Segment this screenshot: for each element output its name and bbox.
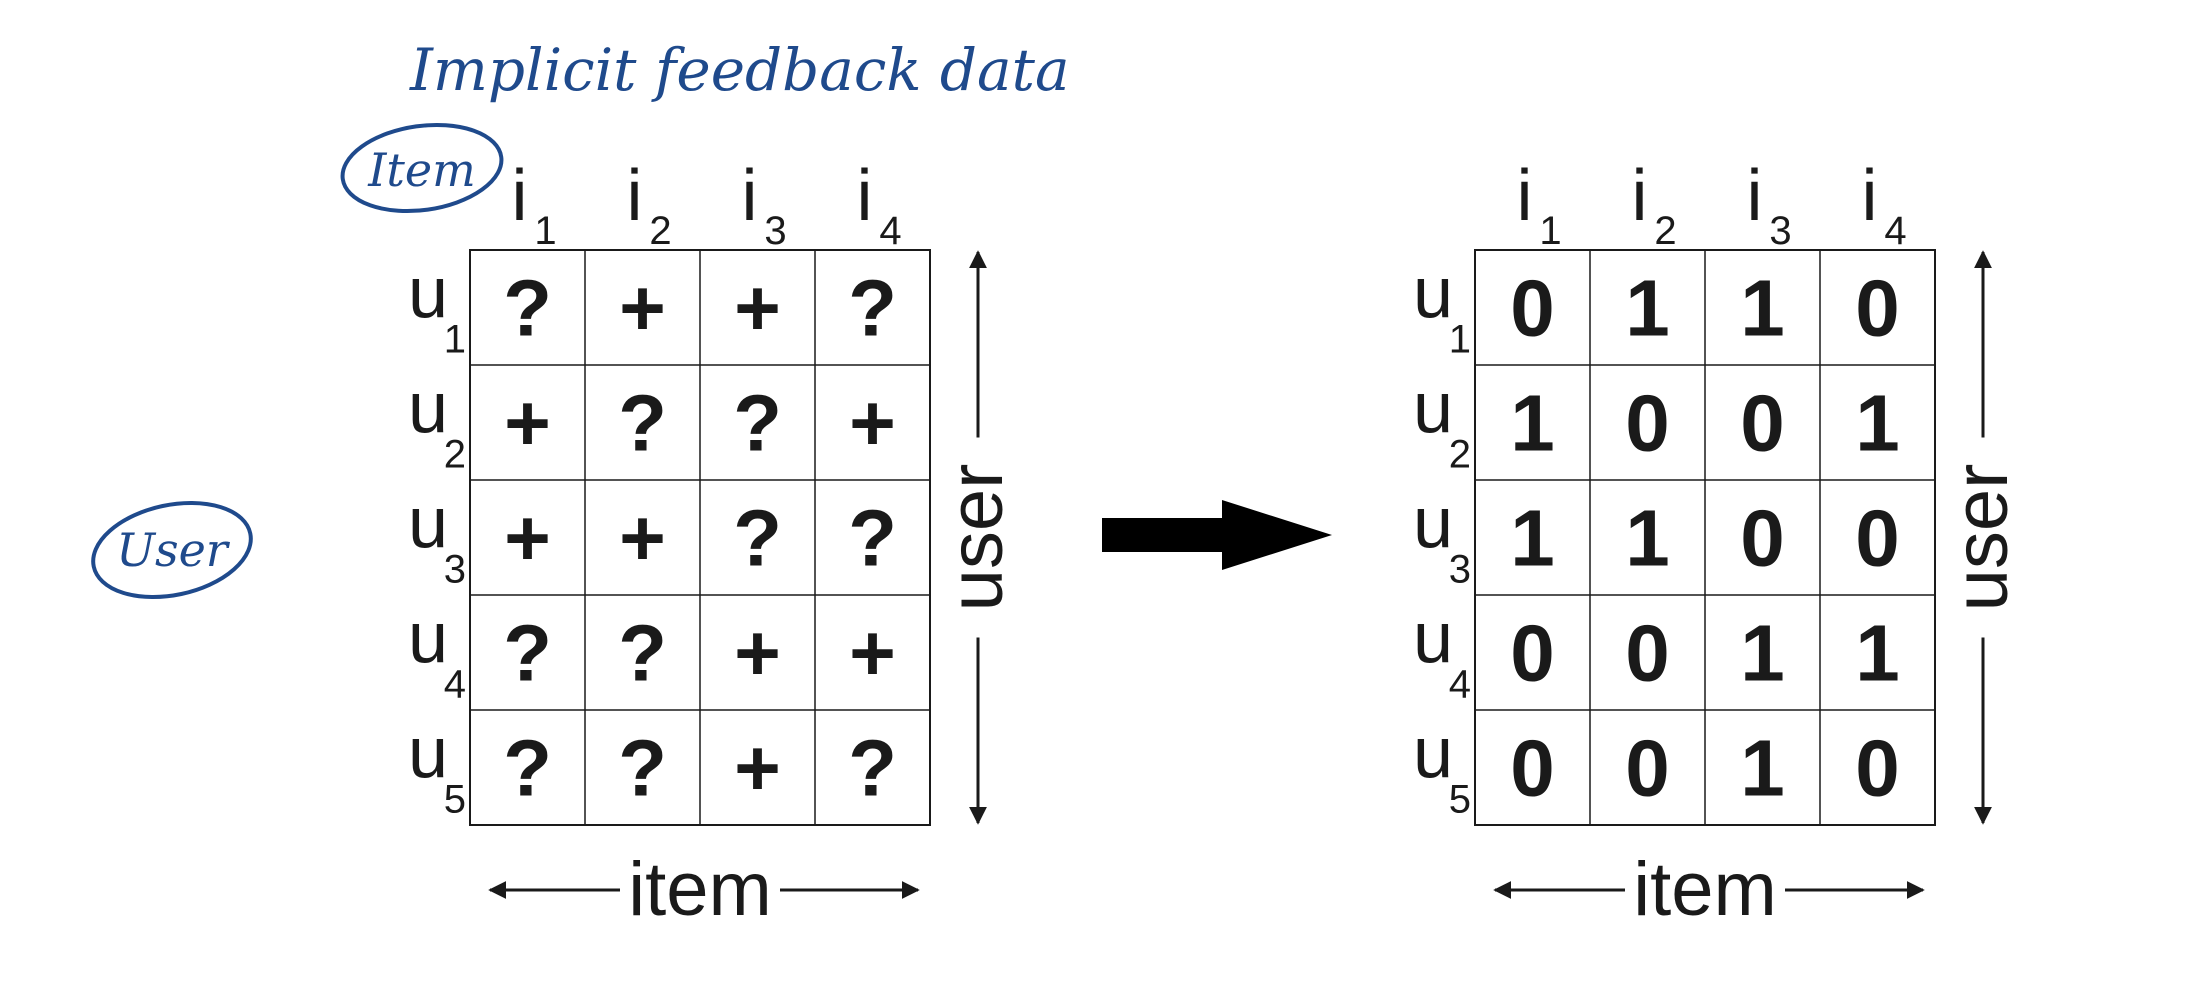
binary-cell-r5-c4: 0	[1855, 724, 1900, 813]
binary-user-label: u	[1413, 714, 1453, 794]
feedback-user-subscript: 2	[444, 433, 466, 477]
feedback-user-label: u	[408, 484, 448, 564]
feedback-cell-r1-c3: +	[734, 264, 781, 353]
binary-user-label: u	[1413, 254, 1453, 334]
feedback-user-subscript: 3	[444, 548, 466, 592]
feedback-item-label: i	[742, 156, 758, 236]
feedback-user-subscript: 5	[444, 778, 466, 822]
feedback-cell-r3-c4: ?	[848, 494, 897, 583]
feedback-cell-r5-c4: ?	[848, 724, 897, 813]
handwritten-user-note: User	[116, 523, 231, 577]
feedback-cell-r1-c2: +	[619, 264, 666, 353]
binary-cell-r3-c1: 1	[1510, 494, 1555, 583]
binary-cell-r4-c2: 0	[1625, 609, 1670, 698]
binary-item-subscript: 1	[1539, 209, 1561, 253]
binary-cell-r1-c2: 1	[1625, 264, 1670, 353]
feedback-item-subscript: 1	[534, 209, 556, 253]
binary-item-label: i	[1747, 156, 1763, 236]
feedback-cell-r4-c4: +	[849, 609, 896, 698]
feedback-cell-r2-c4: +	[849, 379, 896, 468]
binary-cell-r2-c2: 0	[1625, 379, 1670, 468]
feedback-cell-r2-c2: ?	[618, 379, 667, 468]
binary-item-subscript: 2	[1654, 209, 1676, 253]
feedback-cell-r4-c1: ?	[503, 609, 552, 698]
binary-cell-r3-c4: 0	[1855, 494, 1900, 583]
feedback-cell-r1-c1: ?	[503, 264, 552, 353]
binary-cell-r2-c4: 1	[1855, 379, 1900, 468]
feedback-item-subscript: 3	[764, 209, 786, 253]
feedback-cell-r2-c1: +	[504, 379, 551, 468]
binary-item-label: i	[1862, 156, 1878, 236]
binary-item-subscript: 3	[1769, 209, 1791, 253]
handwritten-title: Implicit feedback data	[409, 36, 1070, 104]
feedback-user-subscript: 4	[444, 663, 466, 707]
binary-user-subscript: 2	[1449, 433, 1471, 477]
binary-cell-r1-c4: 0	[1855, 264, 1900, 353]
item-note-circle	[340, 122, 504, 214]
feedback-item-label: i	[857, 156, 873, 236]
binary-cell-r2-c3: 0	[1740, 379, 1785, 468]
feedback-item-axis-label: item	[628, 847, 772, 932]
binary-user-subscript: 1	[1449, 318, 1471, 362]
feedback-user-subscript: 1	[444, 318, 466, 362]
binary-cell-r5-c3: 1	[1740, 724, 1785, 813]
feedback-cell-r1-c4: ?	[848, 264, 897, 353]
feedback-cell-r2-c3: ?	[733, 379, 782, 468]
binary-user-subscript: 3	[1449, 548, 1471, 592]
feedback-cell-r3-c1: +	[504, 494, 551, 583]
binary-item-axis-label: item	[1633, 847, 1777, 932]
user-note-circle	[91, 500, 253, 600]
feedback-item-label: i	[627, 156, 643, 236]
binary-user-axis-label: user	[1939, 464, 2024, 612]
feedback-user-label: u	[408, 254, 448, 334]
binary-item-label: i	[1632, 156, 1648, 236]
binary-cell-r1-c3: 1	[1740, 264, 1785, 353]
binary-item-label: i	[1517, 156, 1533, 236]
feedback-cell-r5-c3: +	[734, 724, 781, 813]
conversion-arrow	[1102, 500, 1332, 570]
feedback-user-label: u	[408, 369, 448, 449]
binary-cell-r4-c3: 1	[1740, 609, 1785, 698]
feedback-user-label: u	[408, 714, 448, 794]
feedback-cell-r5-c1: ?	[503, 724, 552, 813]
binary-cell-r3-c3: 0	[1740, 494, 1785, 583]
binary-user-label: u	[1413, 484, 1453, 564]
binary-user-label: u	[1413, 369, 1453, 449]
feedback-cell-r4-c2: ?	[618, 609, 667, 698]
feedback-cell-r3-c2: +	[619, 494, 666, 583]
feedback-item-label: i	[512, 156, 528, 236]
binary-cell-r4-c1: 0	[1510, 609, 1555, 698]
binary-user-label: u	[1413, 599, 1453, 679]
feedback-cell-r4-c3: +	[734, 609, 781, 698]
binary-user-subscript: 5	[1449, 778, 1471, 822]
feedback-item-subscript: 4	[879, 209, 901, 253]
binary-cell-r4-c4: 1	[1855, 609, 1900, 698]
binary-user-subscript: 4	[1449, 663, 1471, 707]
binary-cell-r5-c1: 0	[1510, 724, 1555, 813]
feedback-user-axis-label: user	[934, 464, 1019, 612]
feedback-item-subscript: 2	[649, 209, 671, 253]
binary-cell-r1-c1: 0	[1510, 264, 1555, 353]
feedback-cell-r5-c2: ?	[618, 724, 667, 813]
feedback-cell-r3-c3: ?	[733, 494, 782, 583]
feedback-user-label: u	[408, 599, 448, 679]
binary-cell-r3-c2: 1	[1625, 494, 1670, 583]
handwritten-item-note: Item	[367, 143, 476, 197]
binary-cell-r2-c1: 1	[1510, 379, 1555, 468]
binary-cell-r5-c2: 0	[1625, 724, 1670, 813]
binary-item-subscript: 4	[1884, 209, 1906, 253]
